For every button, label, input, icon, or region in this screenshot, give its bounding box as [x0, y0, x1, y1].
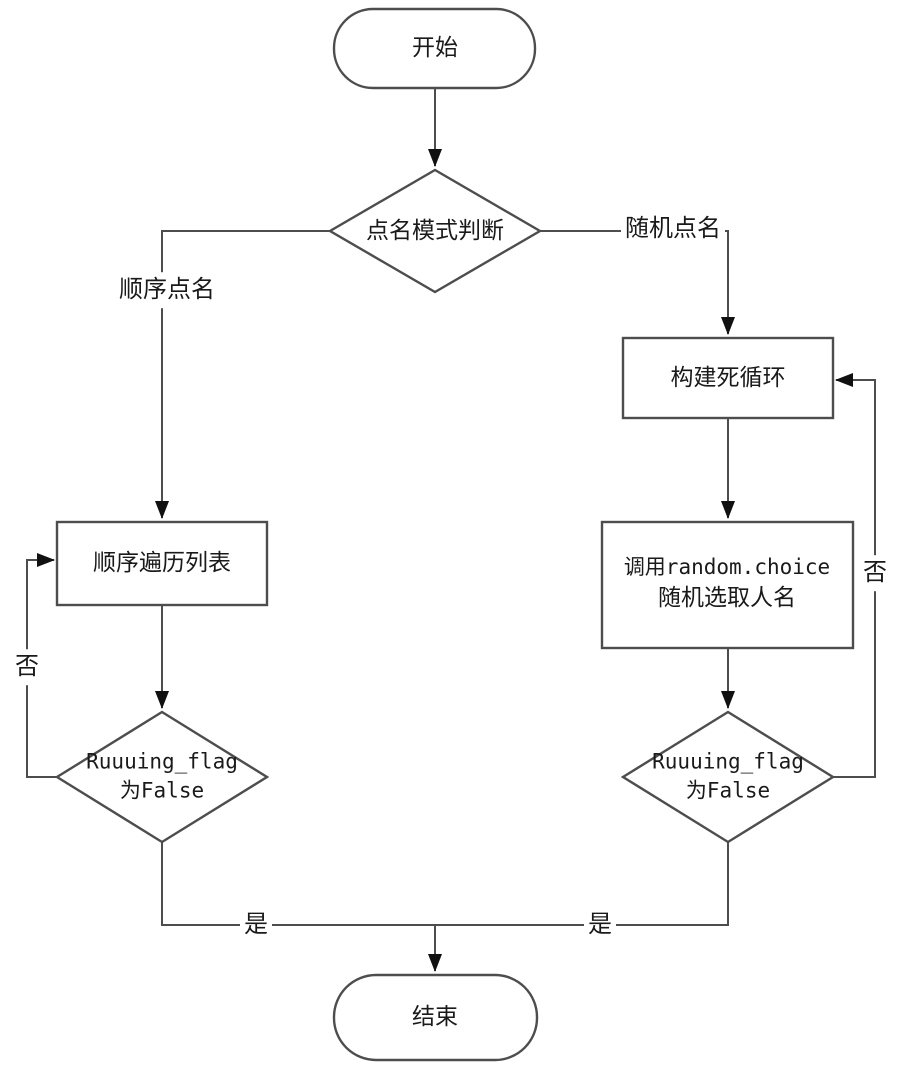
- right-flag-label-line1: Ruuuing_flag: [652, 749, 804, 774]
- right-yes-edge-label: 是: [584, 907, 616, 943]
- left-no-edge-label: 否: [11, 649, 43, 685]
- build-loop-process-shape: [621, 336, 835, 420]
- left-flag-label: Ruuuing_flag 为False: [86, 748, 238, 807]
- end-terminator-shape: [332, 973, 539, 1062]
- left-flag-label-line2: 为False: [119, 779, 205, 803]
- right-flag-label: Ruuuing_flag 为False: [652, 748, 804, 807]
- left-flag-label-line1: Ruuuing_flag: [86, 749, 238, 774]
- edge-right-flag-yes: [435, 842, 729, 926]
- build-loop-label: 构建死循环: [670, 364, 786, 391]
- edge-left-flag-yes: [161, 842, 435, 926]
- right-flag-diamond-shape: [620, 710, 836, 844]
- right-flag-label-line2: 为False: [685, 779, 771, 803]
- random-pick-label: 调用random.choice 随机选取人名: [624, 553, 830, 615]
- left-flag-diamond-shape: [54, 710, 270, 844]
- right-no-edge-label: 否: [859, 555, 891, 591]
- sequential-branch-edge-label: 顺序点名: [115, 272, 219, 308]
- mode-decision-label: 点名模式判断: [366, 217, 504, 244]
- edge-decision-to-build-loop: [540, 230, 735, 335]
- random-pick-process-shape: [600, 520, 855, 650]
- left-yes-edge-label: 是: [240, 907, 272, 943]
- seq-traverse-process-shape: [55, 520, 269, 607]
- random-pick-label-line2: 随机选取人名: [658, 585, 796, 612]
- mode-decision-diamond-shape: [327, 168, 543, 294]
- start-label: 开始: [412, 34, 458, 61]
- seq-traverse-label: 顺序遍历列表: [93, 549, 231, 576]
- edge-decision-to-seq-traverse: [155, 230, 330, 519]
- start-terminator-shape: [332, 7, 537, 90]
- random-branch-edge-label: 随机点名: [621, 211, 725, 247]
- random-pick-label-line1: 调用random.choice: [623, 555, 831, 580]
- end-label: 结束: [412, 1003, 458, 1030]
